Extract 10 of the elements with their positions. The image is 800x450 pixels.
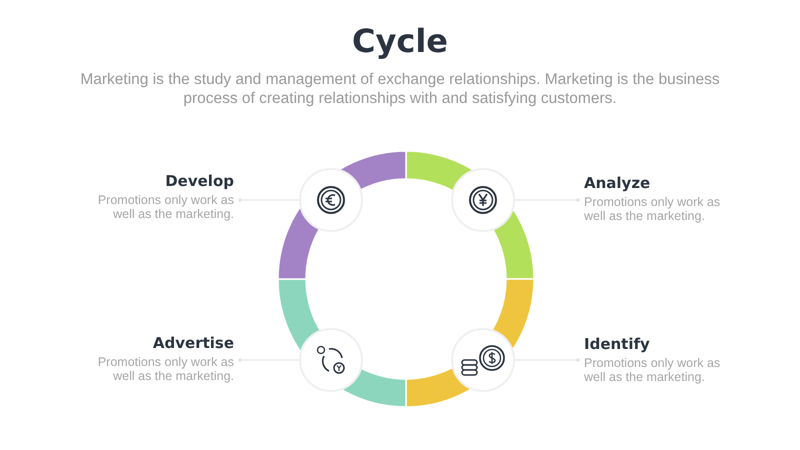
step-description: Promotions only work as well as the marketing.	[584, 356, 722, 384]
title: Cycle	[352, 22, 448, 60]
step-heading: Develop	[164, 172, 234, 190]
step-heading: Identify	[584, 335, 651, 353]
step-heading: Advertise	[152, 334, 234, 352]
step-description: Promotions only work as well as the marketing.	[96, 355, 234, 383]
step-description: Promotions only work as well as the marketing.	[96, 193, 234, 221]
subtitle-paragraph: Marketing is the study and management of exchange relationships. Marketing is the business process of creating relationships with and satisfying customers.	[80, 70, 720, 108]
step-heading: Analyze	[584, 174, 652, 192]
step-description: Promotions only work as well as the marketing.	[584, 195, 722, 223]
